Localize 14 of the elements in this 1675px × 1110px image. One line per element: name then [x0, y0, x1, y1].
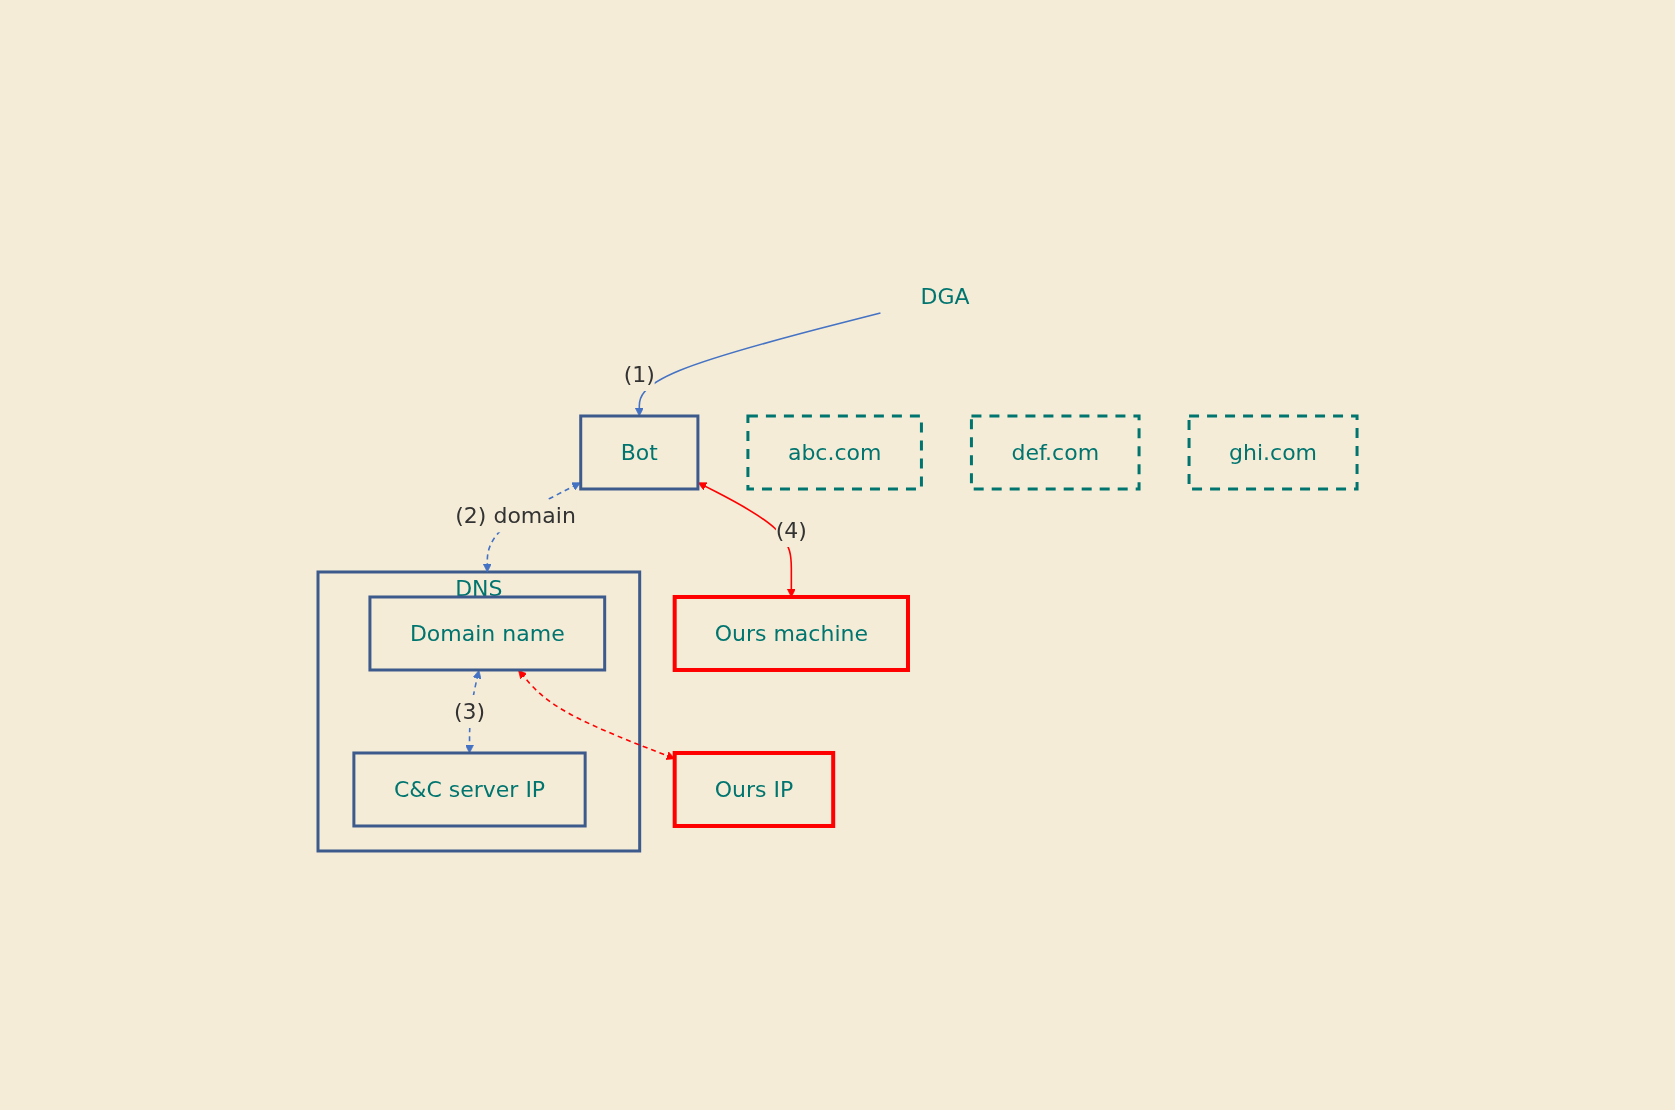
edge-label: (1) — [623, 361, 655, 387]
node-box: Ours IP — [672, 750, 836, 828]
edge-label: (3) — [453, 698, 486, 724]
node-text: DGA — [920, 283, 970, 309]
node-box: ghi.com — [1187, 414, 1359, 490]
edge-label: (4) — [775, 517, 807, 543]
node-box: Bot — [579, 414, 700, 490]
node-box: Domain name — [368, 595, 607, 671]
node-box: abc.com — [746, 414, 923, 490]
node-box: Ours machine — [672, 594, 910, 672]
node-box: def.com — [969, 414, 1141, 490]
node-box: C&C server IP — [352, 751, 587, 827]
edge-label: (2) domain — [455, 503, 576, 528]
arrow — [634, 311, 882, 416]
